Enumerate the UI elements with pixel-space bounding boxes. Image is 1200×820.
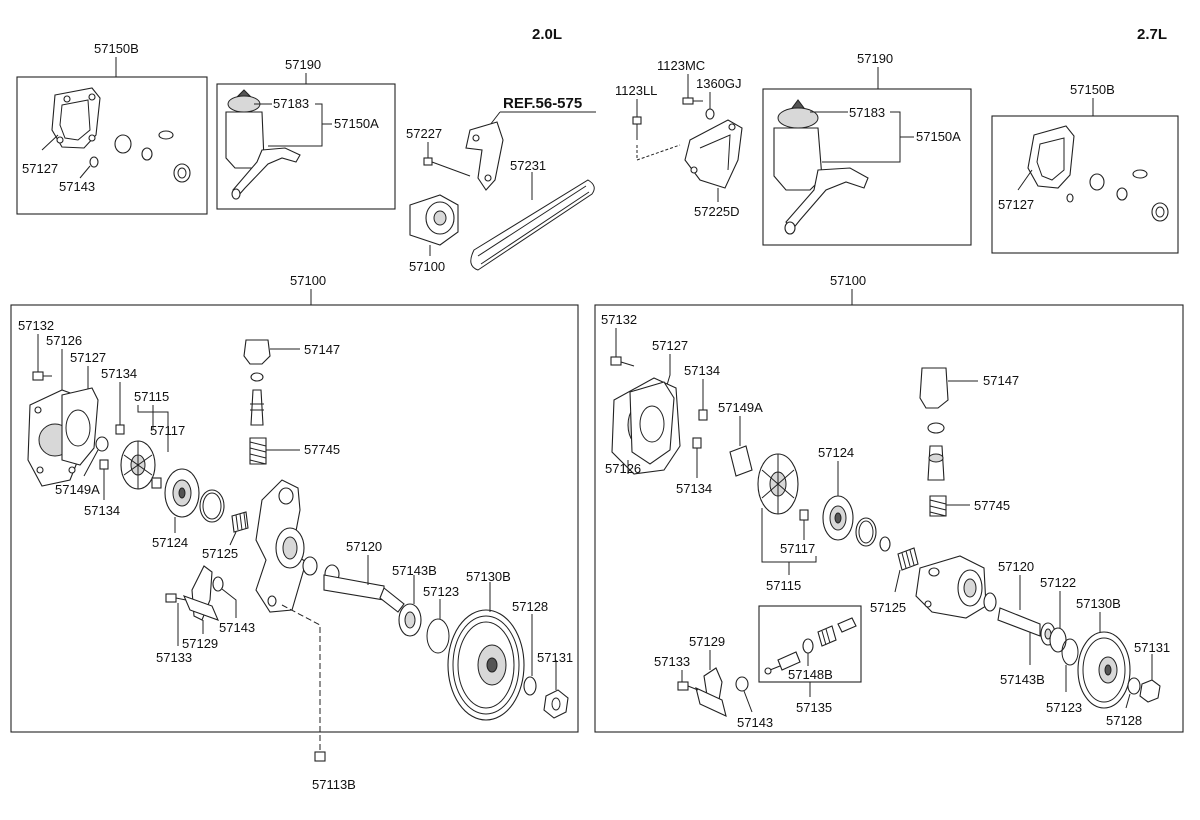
left-assy-title: 57100: [290, 273, 326, 288]
label-pump-57100-top: 57100: [409, 259, 445, 274]
label-r57143b: 57143B: [1000, 672, 1045, 687]
label-l57127: 57127: [70, 350, 106, 365]
label-l57130b: 57130B: [466, 569, 511, 584]
label-bolt-1123mc: 1123MC: [657, 58, 705, 73]
label-r57130b: 57130B: [1076, 596, 1121, 611]
label-l57133: 57133: [156, 650, 192, 665]
label-l57147: 57147: [304, 342, 340, 357]
label-r57126: 57126: [605, 461, 641, 476]
label-l57143: 57143: [219, 620, 255, 635]
label-l57129: 57129: [182, 636, 218, 651]
label-l57745: 57745: [304, 442, 340, 457]
label-bolt-57227: 57227: [406, 126, 442, 141]
label-l57134b: 57134: [84, 503, 120, 518]
label-gasket-left: 57127: [22, 161, 58, 176]
label-r57134b: 57134: [676, 481, 712, 496]
label-r57148b: 57148B: [788, 667, 833, 682]
right-pump-assembly: 57100 57132 57127 57126 57134 57134 5714…: [594, 273, 1184, 733]
label-r57745: 57745: [974, 498, 1010, 513]
label-l57131: 57131: [537, 650, 573, 665]
label-l57128: 57128: [512, 599, 548, 614]
label-r57135: 57135: [796, 700, 832, 715]
label-r57149a: 57149A: [718, 400, 763, 415]
label-l57120: 57120: [346, 539, 382, 554]
label-r57117: 57117: [780, 541, 815, 556]
bracket-area: 1123MC 1123LL 1360GJ 57225D: [615, 58, 743, 219]
label-r57115: 57115: [766, 578, 801, 593]
label-bracket-57225d: 57225D: [694, 204, 740, 219]
label-reservoir-hose-right: 57150A: [916, 129, 961, 144]
label-gasket-kit: 57150B: [94, 41, 139, 56]
label-r57128: 57128: [1106, 713, 1142, 728]
label-r57134a: 57134: [684, 363, 720, 378]
belt-and-pump-area: REF.56-575 57227 57100 57231: [406, 95, 596, 274]
ref-label: REF.56-575: [503, 95, 582, 112]
right-assy-title: 57100: [830, 273, 866, 288]
label-reservoir-cap-right: 57183: [849, 105, 885, 120]
label-r57133: 57133: [654, 654, 690, 669]
label-l57134a: 57134: [101, 366, 137, 381]
engine-label-left: 2.0L: [532, 26, 562, 43]
label-l57132: 57132: [18, 318, 54, 333]
label-r57143: 57143: [737, 715, 773, 730]
label-gasket-kit-right: 57150B: [1070, 82, 1115, 97]
top-left-gasket-kit: 57150B 57127 57143: [16, 41, 208, 215]
label-reservoir-cap-left: 57183: [273, 96, 309, 111]
label-l57149a: 57149A: [55, 482, 100, 497]
label-reservoir-assy-right: 57190: [857, 51, 893, 66]
label-r57127: 57127: [652, 338, 688, 353]
label-outside-57113b: 57113B: [312, 777, 356, 792]
label-l57124: 57124: [152, 535, 188, 550]
label-gasket-right: 57127: [998, 197, 1034, 212]
label-r57122: 57122: [1040, 575, 1076, 590]
label-reservoir-assy-left: 57190: [285, 57, 321, 72]
label-r57147: 57147: [983, 373, 1019, 388]
label-l57126: 57126: [46, 333, 82, 348]
label-l57117: 57117: [150, 423, 185, 438]
label-r57125: 57125: [870, 600, 906, 615]
label-r57129: 57129: [689, 634, 725, 649]
label-reservoir-hose-left: 57150A: [334, 116, 379, 131]
label-l57125: 57125: [202, 546, 238, 561]
label-r57120: 57120: [998, 559, 1034, 574]
label-l57115: 57115: [134, 389, 169, 404]
label-r57123: 57123: [1046, 700, 1082, 715]
top-right-gasket-kit: 57150B 57127: [991, 82, 1179, 254]
label-r57131: 57131: [1134, 640, 1170, 655]
label-l57123: 57123: [423, 584, 459, 599]
label-nut-1360gj: 1360GJ: [696, 76, 742, 91]
label-bolt-1123ll: 1123LL: [615, 83, 657, 98]
label-l57143b: 57143B: [392, 563, 437, 578]
right-reservoir-box: 57190 57183 57150A: [762, 51, 972, 246]
left-reservoir-box: 57190 57183 57150A: [216, 57, 396, 210]
label-r57124: 57124: [818, 445, 854, 460]
left-pump-assembly: 57100 57132 57126 57127 57134 57115 5711…: [10, 273, 579, 792]
label-belt-57231: 57231: [510, 158, 546, 173]
label-oring-left: 57143: [59, 179, 95, 194]
engine-label-right: 2.7L: [1137, 26, 1167, 43]
label-r57132: 57132: [601, 312, 637, 327]
